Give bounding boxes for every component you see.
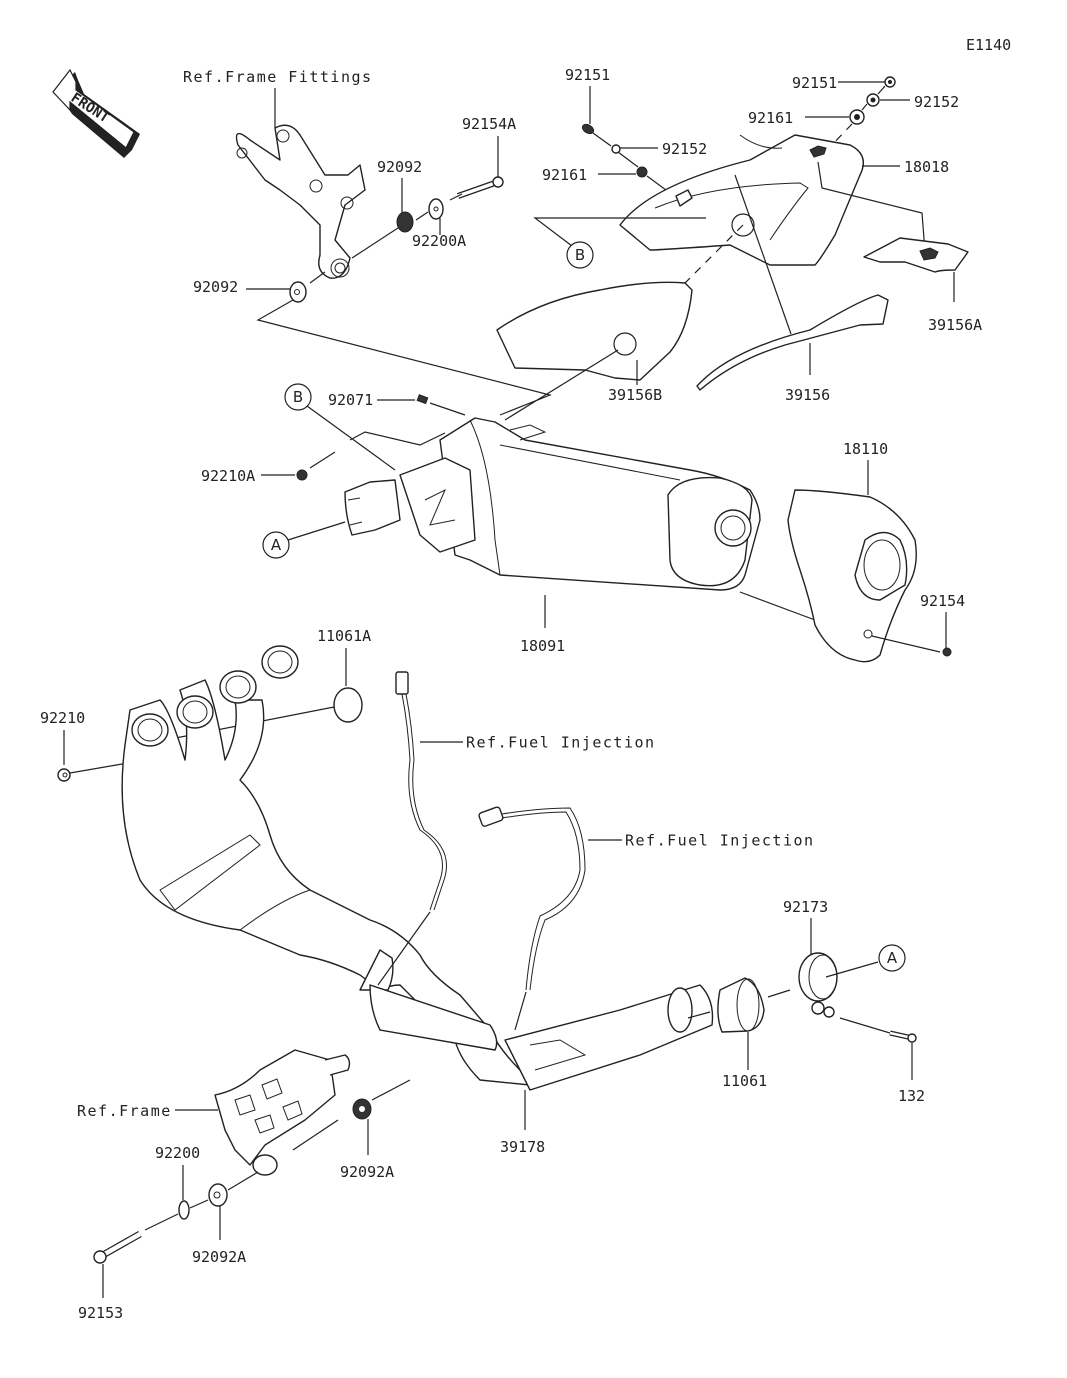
part-label-11061A: 11061A	[317, 627, 371, 645]
front-arrow-icon: FRONT	[52, 68, 140, 158]
grommet-92092A-lower	[208, 1183, 228, 1207]
ref-frame-fittings-label: Ref.Frame Fittings	[183, 68, 373, 86]
part-label-92154: 92154	[920, 592, 965, 610]
callout-A-clamp-letter: A	[887, 949, 898, 967]
part-label-39156A: 39156A	[928, 316, 982, 334]
muffler-18091	[344, 417, 761, 591]
part-label-92210A: 92210A	[201, 467, 255, 485]
clamp-92173	[798, 952, 838, 1018]
cover-18018	[619, 134, 864, 266]
o2-sensor-1	[395, 671, 447, 911]
washer-92152-a	[611, 144, 621, 154]
bolt-92154A	[457, 176, 504, 199]
part-label-18110: 18110	[843, 440, 888, 458]
washer-92200A	[428, 198, 444, 220]
part-label-92152-a: 92152	[662, 140, 707, 158]
ref-fuel-injection-label-1: Ref.Fuel Injection	[466, 733, 656, 751]
heat-guard-39156A	[863, 237, 969, 273]
callout-B-muffler-letter: B	[293, 388, 303, 406]
screw-92154	[942, 647, 952, 657]
part-label-92200: 92200	[155, 1144, 200, 1162]
grommet-92092-left	[289, 281, 307, 303]
grommet-92092-top	[396, 211, 414, 233]
callout-A-muffler	[262, 531, 290, 559]
part-label-92173: 92173	[783, 898, 828, 916]
nut-92210A	[296, 469, 308, 481]
o2-sensor-2	[478, 806, 586, 991]
part-label-92151-a: 92151	[565, 66, 610, 84]
ref-fuel-injection-label-2: Ref.Fuel Injection	[625, 831, 815, 849]
part-label-92092A-upper: 92092A	[340, 1163, 394, 1181]
part-label-92161-a: 92161	[542, 166, 587, 184]
nut-92161-a	[636, 166, 648, 178]
bolt-92153	[93, 1230, 142, 1264]
part-label-11061: 11061	[722, 1072, 767, 1090]
gasket-11061A	[333, 687, 363, 723]
part-label-92154A: 92154A	[462, 115, 516, 133]
callout-B-muffler	[284, 383, 312, 411]
part-label-92151-b: 92151	[792, 74, 837, 92]
part-label-92092A-lower: 92092A	[192, 1248, 246, 1266]
nut-92210	[57, 768, 71, 782]
clip-92071	[416, 394, 429, 405]
diagram-code: E1140	[966, 36, 1011, 54]
callout-B-top-letter: B	[575, 246, 585, 264]
part-label-18091: 18091	[520, 637, 565, 655]
frame-mount-bracket	[214, 1049, 351, 1176]
part-label-39156: 39156	[785, 386, 830, 404]
ref-frame-label: Ref.Frame	[77, 1102, 172, 1120]
callout-B-top	[566, 241, 594, 269]
end-cover-18110	[787, 489, 917, 663]
part-label-132: 132	[898, 1087, 925, 1105]
part-label-39156B: 39156B	[608, 386, 662, 404]
frame-fitting-bracket	[235, 124, 366, 279]
exhaust-header-pipes	[121, 645, 714, 1091]
part-label-92092-top: 92092	[377, 158, 422, 176]
part-label-92210: 92210	[40, 709, 85, 727]
part-label-92152-b: 92152	[914, 93, 959, 111]
screw-92151-a	[581, 123, 612, 147]
gasket-11061	[717, 977, 765, 1033]
callout-A-clamp	[878, 944, 906, 972]
part-label-39178: 39178	[500, 1138, 545, 1156]
part-label-92071: 92071	[328, 391, 373, 409]
heat-guard-39156	[696, 294, 889, 391]
part-label-92161-b: 92161	[748, 109, 793, 127]
bolt-132	[889, 1030, 917, 1043]
mount-hole-39156B	[613, 332, 637, 356]
part-label-92153: 92153	[78, 1304, 123, 1322]
part-label-18018: 18018	[904, 158, 949, 176]
callout-A-muffler-letter: A	[271, 536, 282, 554]
washer-92200	[178, 1200, 190, 1220]
heat-guard-39156B	[496, 281, 693, 381]
part-label-92200A: 92200A	[412, 232, 466, 250]
part-label-92092-left: 92092	[193, 278, 238, 296]
